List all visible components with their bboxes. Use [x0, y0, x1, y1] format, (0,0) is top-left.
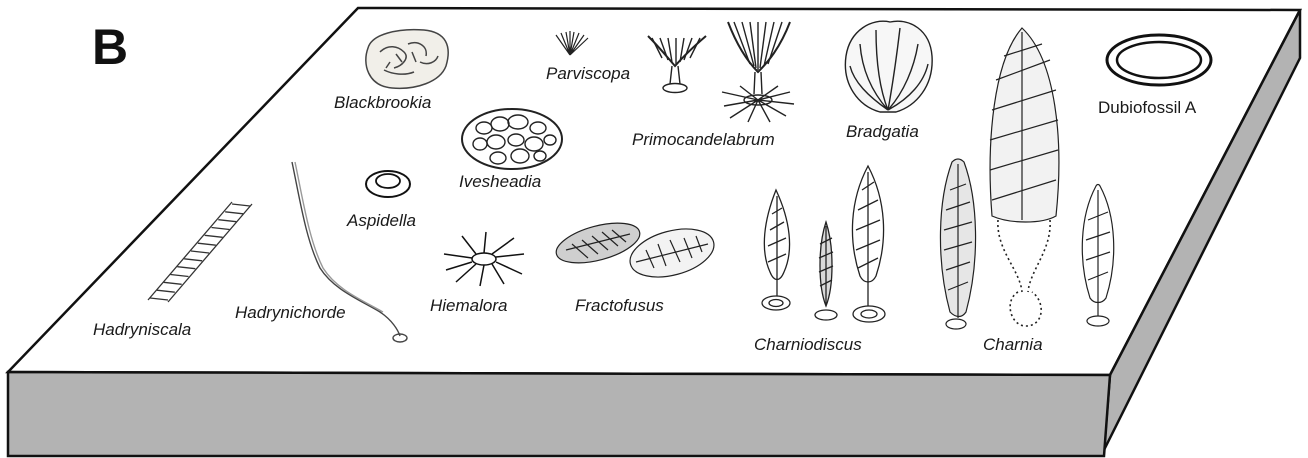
label-ivesheadia: Ivesheadia	[459, 172, 541, 192]
label-hadryniscala: Hadryniscala	[93, 320, 191, 340]
label-dubiofossil-a: Dubiofossil A	[1098, 98, 1196, 118]
label-fractofusus: Fractofusus	[575, 296, 664, 316]
label-hiemalora: Hiemalora	[430, 296, 507, 316]
label-blackbrookia: Blackbrookia	[334, 93, 431, 113]
panel-label: B	[92, 18, 128, 76]
label-hadrynichorde: Hadrynichorde	[235, 303, 346, 323]
label-primocandelabrum: Primocandelabrum	[632, 130, 775, 150]
label-charniodiscus: Charniodiscus	[754, 335, 862, 355]
slab-front-face	[8, 372, 1110, 456]
label-bradgatia: Bradgatia	[846, 122, 919, 142]
label-charnia: Charnia	[983, 335, 1043, 355]
label-aspidella: Aspidella	[347, 211, 416, 231]
label-parviscopa: Parviscopa	[546, 64, 630, 84]
